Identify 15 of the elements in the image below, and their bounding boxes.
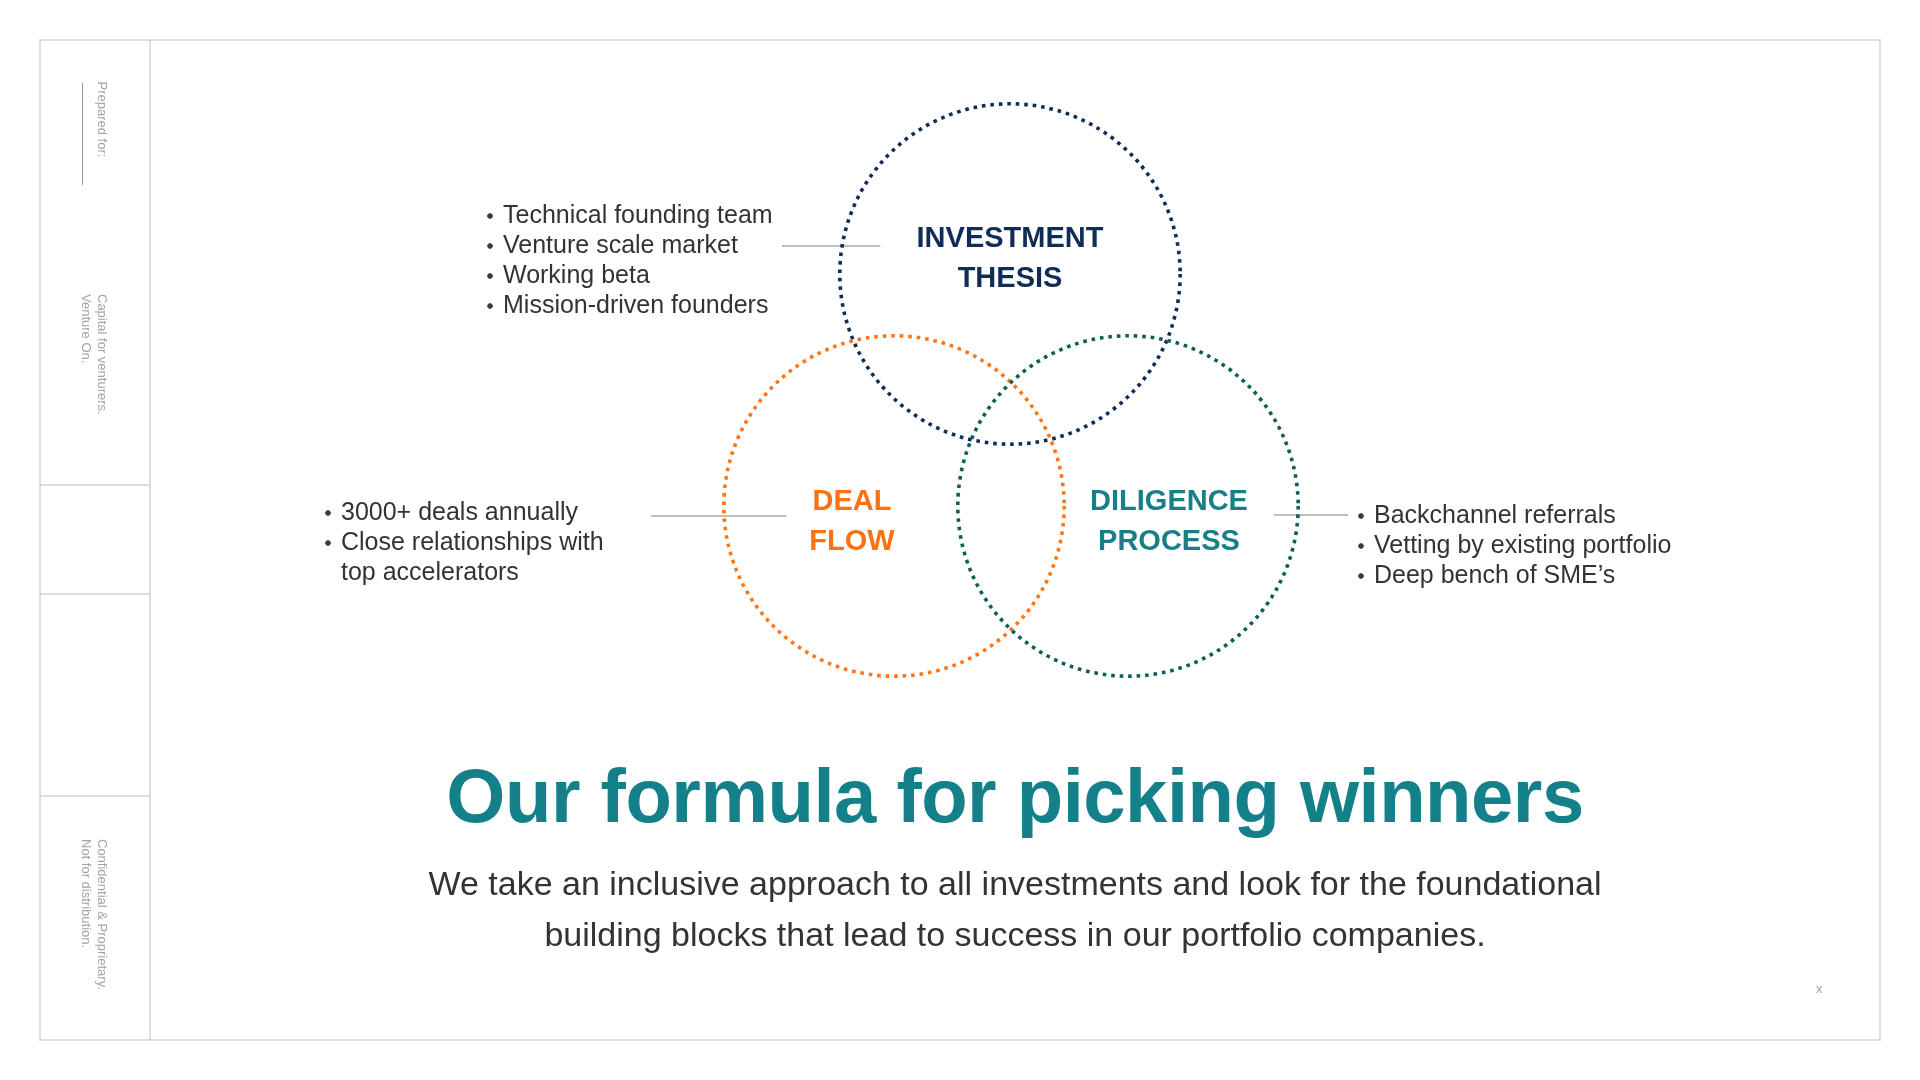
slide-subtitle: We take an inclusive approach to all investments and look for the foundational building blocks that lead to success in our portfolio companies. xyxy=(427,863,1603,955)
tagline: Capital for venturers. Venture On. xyxy=(78,294,110,416)
confidentiality-note: Confidential & Proprietary. Not for distribution. xyxy=(78,839,110,991)
venn-circle xyxy=(838,102,1182,446)
leader-line xyxy=(1272,514,1349,516)
circle-label: DILIGENCE PROCESS xyxy=(1090,483,1248,558)
venn-circle xyxy=(722,334,1066,678)
slide-title: Our formula for picking winners xyxy=(446,754,1584,838)
page-number: x xyxy=(1816,981,1824,997)
leader-line xyxy=(781,245,882,247)
leader-line xyxy=(650,515,788,517)
circle-label: DEAL FLOW xyxy=(809,483,895,558)
circle-label: INVESTMENT THESIS xyxy=(916,220,1104,295)
form-label: Prepared for: xyxy=(93,81,109,159)
venn-circle xyxy=(956,334,1300,678)
